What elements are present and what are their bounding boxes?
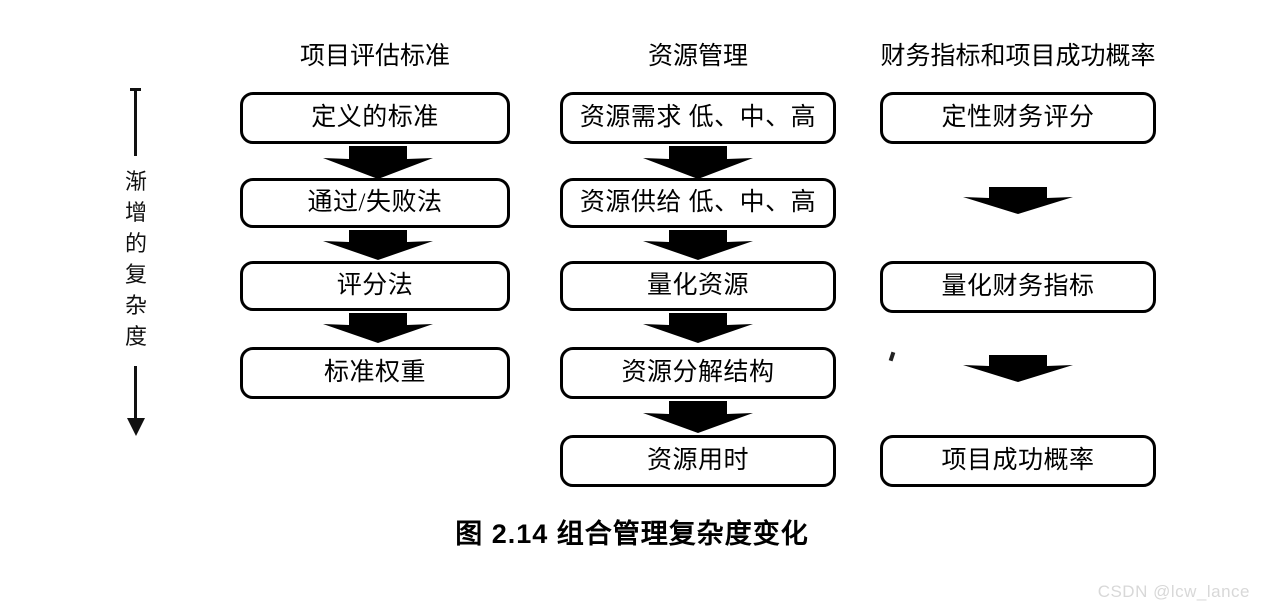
column-header-resource-management: 资源管理 [647, 43, 748, 70]
node-resource-breakdown-structure[interactable]: 资源分解结构 [560, 347, 836, 399]
node-qualitative-financial-score[interactable]: 定性财务评分 [880, 92, 1156, 144]
node-defined-criteria[interactable]: 定义的标准 [240, 92, 510, 144]
arrow-col1-1-2-icon [323, 146, 433, 179]
node-pass-fail-method[interactable]: 通过/失败法 [240, 178, 510, 228]
watermark: CSDN @lcw_lance [1097, 582, 1250, 601]
arrow-col1-3-4-icon [323, 313, 433, 343]
arrow-col1-2-3-icon [323, 230, 433, 260]
node-resource-supply[interactable]: 资源供给 低、中、高 [560, 178, 836, 228]
column-header-project-evaluation-criteria: 项目评估标准 [299, 43, 450, 70]
complexity-axis: 渐 增 的 复 杂 度 [108, 88, 164, 440]
arrow-col3-1-3-icon [963, 187, 1073, 214]
arrow-col2-3-4-icon [643, 313, 753, 343]
node-project-success-probability[interactable]: 项目成功概率 [880, 435, 1156, 487]
node-resource-time-usage[interactable]: 资源用时 [560, 435, 836, 487]
axis-top-line-icon [134, 88, 137, 156]
arrow-col3-3-5-icon [963, 355, 1073, 382]
node-criteria-weights[interactable]: 标准权重 [240, 347, 510, 399]
node-quantified-resources[interactable]: 量化资源 [560, 261, 836, 311]
node-scoring-method[interactable]: 评分法 [240, 261, 510, 311]
node-quantified-financial-metrics[interactable]: 量化财务指标 [880, 261, 1156, 313]
figure-caption: 图 2.14 组合管理复杂度变化 [455, 519, 809, 549]
arrow-col2-4-5-icon [643, 401, 753, 433]
column-header-financial-metrics: 财务指标和项目成功概率 [880, 43, 1156, 70]
arrow-col2-1-2-icon [643, 146, 753, 179]
axis-label: 渐 增 的 复 杂 度 [124, 169, 147, 349]
scan-artifact-mark [888, 351, 896, 362]
node-resource-demand[interactable]: 资源需求 低、中、高 [560, 92, 836, 144]
axis-down-arrow-icon [127, 366, 145, 436]
arrow-col2-2-3-icon [643, 230, 753, 260]
